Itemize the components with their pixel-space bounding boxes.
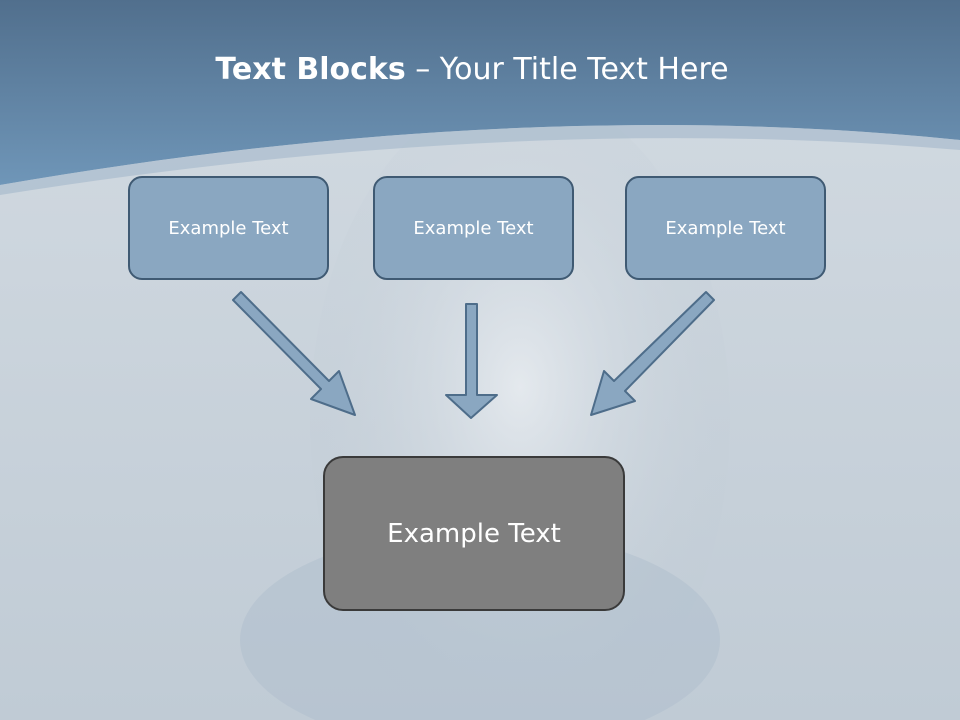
title-bold: Text Blocks	[215, 52, 406, 87]
header-curve	[0, 125, 960, 195]
text-block-3-label: Example Text	[665, 217, 786, 239]
title-rest: – Your Title Text Here	[405, 52, 729, 87]
header-band	[0, 0, 960, 185]
arrow-right	[590, 291, 715, 416]
text-block-3[interactable]: Example Text	[625, 176, 826, 280]
text-block-2[interactable]: Example Text	[373, 176, 574, 280]
text-block-result[interactable]: Example Text	[323, 456, 625, 611]
arrow-center	[445, 303, 498, 419]
arrow-left	[232, 291, 356, 416]
text-block-1-label: Example Text	[168, 217, 289, 239]
text-block-result-label: Example Text	[387, 518, 561, 549]
text-block-1[interactable]: Example Text	[128, 176, 329, 280]
slide-title: Text Blocks – Your Title Text Here	[0, 52, 944, 87]
text-block-2-label: Example Text	[413, 217, 534, 239]
